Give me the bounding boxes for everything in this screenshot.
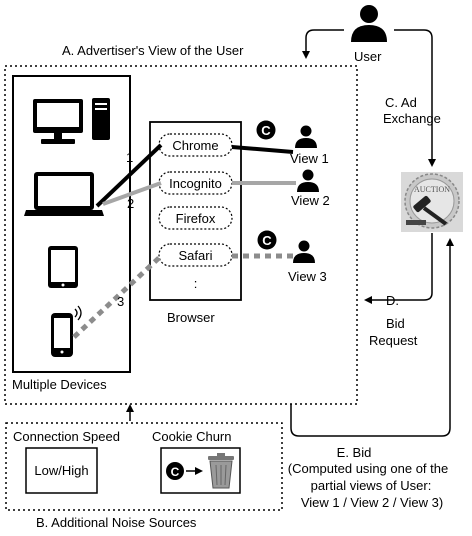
- section-d-line3: Request: [369, 333, 418, 348]
- browser-caption: Browser: [167, 310, 215, 325]
- desktop-icon: [33, 98, 110, 144]
- noise-sources-frame: [5, 422, 283, 511]
- view-2-label: View 2: [291, 193, 330, 208]
- user-to-exchange-arrow: [394, 29, 436, 167]
- user-icon: [351, 5, 387, 42]
- browser-incognito-label: Incognito: [169, 176, 222, 191]
- path-1-line: [95, 143, 163, 208]
- auction-gavel-icon: AUCTION: [401, 172, 463, 232]
- browser-more-ellipsis: :: [194, 276, 198, 291]
- laptop-icon: [24, 172, 104, 216]
- section-c-line1: C. Ad: [385, 95, 417, 110]
- section-b-title: B. Additional Noise Sources: [36, 515, 197, 530]
- browser-chrome-label: Chrome: [172, 138, 218, 153]
- cookie-churn-label: Cookie Churn: [152, 429, 232, 444]
- tablet-icon: [48, 246, 78, 288]
- svg-text:C: C: [171, 465, 180, 479]
- devices-caption: Multiple Devices: [12, 377, 107, 392]
- path-1-label: 1: [126, 150, 133, 165]
- connection-speed-label: Connection Speed: [13, 429, 120, 444]
- view-3-person-icon: [293, 240, 315, 263]
- browser-panel: [149, 121, 242, 301]
- view-1-label: View 1: [290, 151, 329, 166]
- view-3-label: View 3: [288, 269, 327, 284]
- section-d-line2: Bid: [386, 316, 405, 331]
- section-c-line2: Exchange: [383, 111, 441, 126]
- view-1-person-icon: [295, 125, 317, 148]
- path-2-label: 2: [127, 196, 134, 211]
- bid-request-arrow: [364, 233, 433, 304]
- path-3-line: [72, 254, 163, 339]
- devices-panel: [12, 75, 131, 373]
- browser-firefox: [158, 206, 233, 230]
- browser-safari-label: Safari: [179, 248, 213, 263]
- svg-text:C: C: [261, 123, 271, 138]
- cookie-icon: C: [256, 120, 276, 140]
- user-to-frame-arrow: [302, 29, 344, 59]
- section-d-line1: D.: [386, 293, 399, 308]
- smartphone-icon: [51, 313, 73, 357]
- chrome-to-view1-line: [231, 145, 294, 154]
- section-a-title: A. Advertiser's View of the User: [62, 43, 244, 58]
- browser-firefox-label: Firefox: [176, 211, 216, 226]
- cookie-icon: C: [257, 230, 277, 250]
- auction-logo-text: AUCTION: [414, 185, 450, 194]
- user-label: User: [354, 49, 382, 64]
- view-2-person-icon: [297, 169, 319, 192]
- section-e-line1: E. Bid: [337, 445, 372, 460]
- section-e-line2: (Computed using one of the: [288, 461, 448, 476]
- svg-text:C: C: [262, 233, 272, 248]
- path-3-label: 3: [117, 294, 124, 309]
- connection-speed-box: [25, 447, 98, 494]
- section-e-line3: partial views of User:: [311, 478, 432, 493]
- advertiser-view-frame: [4, 65, 358, 405]
- section-e-line4: View 1 / View 2 / View 3): [301, 495, 443, 510]
- connection-speed-value: Low/High: [34, 463, 88, 478]
- path-2-line: [102, 181, 162, 206]
- wifi-icon: [74, 305, 82, 321]
- bid-response-arrow: [290, 238, 454, 437]
- trash-can-icon: [208, 453, 234, 489]
- cookie-icon: C: [166, 462, 184, 480]
